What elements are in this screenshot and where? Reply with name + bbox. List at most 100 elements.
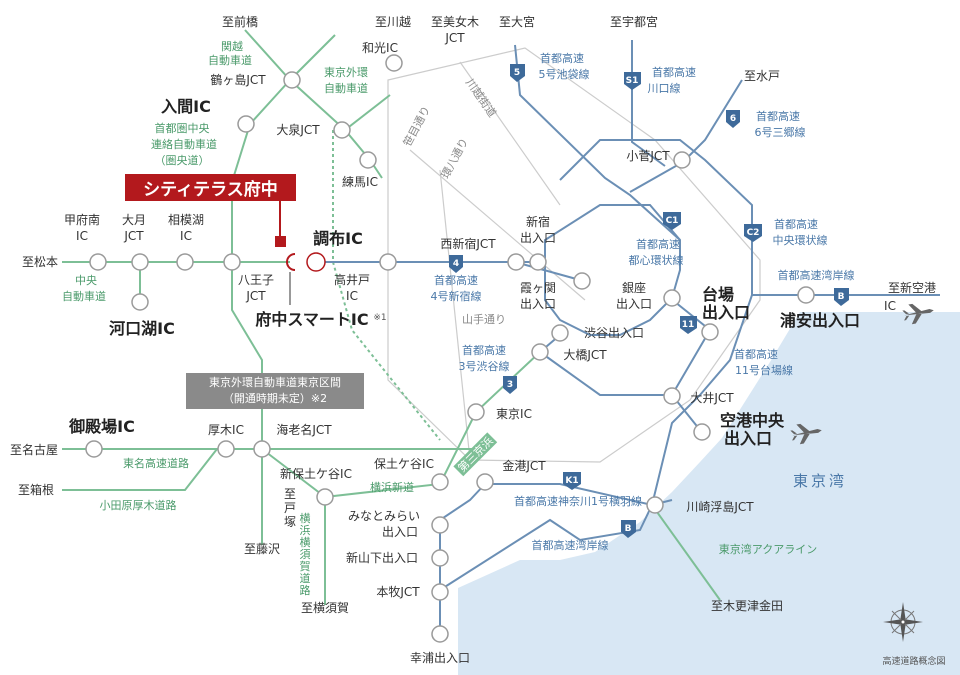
svg-text:11: 11 (682, 320, 695, 330)
node-shibuya[interactable] (551, 324, 569, 342)
svg-text:首都高速: 首都高速 (462, 343, 506, 357)
node-nishishinjuku[interactable] (507, 253, 525, 271)
shield-s1: S1 (624, 72, 641, 90)
node-kawaguchiko[interactable] (131, 293, 149, 311)
node-hachioji[interactable] (223, 253, 241, 271)
svg-text:東名高速道路: 東名高速道路 (123, 456, 189, 470)
map-caption: 高速道路概念図 (882, 655, 945, 667)
node-ohashi[interactable] (531, 343, 549, 361)
shield-b2: B (621, 520, 636, 538)
svg-text:首都高速湾岸線: 首都高速湾岸線 (778, 268, 855, 282)
svg-text:横: 横 (300, 535, 311, 549)
node-otsuki[interactable] (131, 253, 149, 271)
node-shinjuku[interactable] (529, 253, 547, 271)
svg-text:みなとみらい: みなとみらい (348, 509, 420, 523)
node-ginza[interactable] (663, 289, 681, 307)
svg-text:至松本: 至松本 (22, 255, 58, 269)
node-wako[interactable] (385, 54, 403, 72)
bold-labels: 入間IC 調布IC 河口湖IC 府中スマートIC ※1 御殿場IC 台場 出入口… (68, 97, 860, 448)
node-gotemba[interactable] (85, 440, 103, 458)
svg-text:台場: 台場 (702, 285, 734, 304)
svg-text:厚木IC: 厚木IC (208, 423, 244, 437)
tokyo-bay (458, 312, 960, 675)
svg-text:相模湖: 相模湖 (168, 212, 204, 227)
node-iruma[interactable] (237, 115, 255, 133)
svg-text:大泉JCT: 大泉JCT (276, 123, 320, 137)
node-hodogaya[interactable] (431, 473, 449, 491)
svg-text:3: 3 (507, 380, 513, 390)
node-kosuge[interactable] (673, 151, 691, 169)
node-sachiura[interactable] (431, 625, 449, 643)
svg-text:至美女木: 至美女木 (431, 14, 479, 29)
surface-roads (387, 47, 761, 463)
svg-text:海老名JCT: 海老名JCT (276, 422, 332, 437)
svg-text:至川越: 至川越 (375, 15, 411, 29)
svg-text:JCT: JCT (123, 229, 144, 243)
node-atsugi[interactable] (217, 440, 235, 458)
node-minatomirai[interactable] (431, 516, 449, 534)
node-daiba[interactable] (701, 323, 719, 341)
shield-k1: K1 (563, 472, 581, 490)
svg-text:鶴ヶ島JCT: 鶴ヶ島JCT (210, 72, 266, 87)
svg-text:笹目通り: 笹目通り (401, 104, 433, 149)
svg-text:IC: IC (180, 229, 192, 243)
node-kuko[interactable] (693, 423, 711, 441)
node-kinko[interactable] (476, 473, 494, 491)
fuchu-smart-ic-symbol[interactable] (286, 253, 296, 271)
svg-text:出入口: 出入口 (520, 231, 556, 245)
svg-text:横浜新道: 横浜新道 (370, 480, 414, 494)
node-ebina[interactable] (253, 440, 271, 458)
property-marker[interactable] (275, 236, 286, 247)
node-nerima[interactable] (359, 151, 377, 169)
node-oizumi[interactable] (333, 121, 351, 139)
svg-text:至水戸: 至水戸 (744, 69, 780, 83)
node-sagamiko[interactable] (176, 253, 194, 271)
svg-text:出入口: 出入口 (724, 429, 772, 448)
svg-text:府中スマートIC: 府中スマートIC (255, 310, 368, 329)
route-shields: 5 S1 6 C1 C2 4 11 3 K1 B B (449, 64, 849, 538)
svg-text:環八通り: 環八通り (439, 136, 471, 181)
surface-road-labels: 笹目通り 川越街道 環八通り 山手通り (401, 76, 506, 326)
node-honmoku[interactable] (431, 583, 449, 601)
svg-text:東京IC: 東京IC (496, 407, 532, 421)
node-tokyo-ic[interactable] (467, 403, 485, 421)
svg-text:賀: 賀 (300, 560, 311, 573)
svg-text:至名古屋: 至名古屋 (10, 442, 58, 457)
svg-text:首都高速湾岸線: 首都高速湾岸線 (532, 538, 609, 552)
svg-text:御殿場IC: 御殿場IC (68, 417, 135, 436)
node-tsurugashima[interactable] (283, 71, 301, 89)
node-ooi[interactable] (663, 387, 681, 405)
node-shinhodogaya[interactable] (316, 488, 334, 506)
node-kasumigaseki[interactable] (573, 272, 591, 290)
property-label[interactable]: シティテラス府中 (125, 174, 296, 201)
svg-text:中央環状線: 中央環状線 (773, 233, 828, 247)
svg-text:霞ヶ関: 霞ヶ関 (520, 281, 556, 295)
svg-text:浦安出入口: 浦安出入口 (780, 311, 860, 330)
node-shinyamashita[interactable] (431, 549, 449, 567)
svg-text:渋谷出入口: 渋谷出入口 (584, 326, 644, 340)
node-kawasaki[interactable] (646, 496, 664, 514)
svg-text:金港JCT: 金港JCT (502, 458, 546, 473)
svg-text:東京外環: 東京外環 (324, 65, 368, 79)
node-urayasu[interactable] (797, 286, 815, 304)
svg-text:自動車道: 自動車道 (208, 53, 252, 67)
svg-text:路: 路 (300, 584, 311, 597)
svg-text:入間IC: 入間IC (161, 97, 211, 116)
svg-text:至藤沢: 至藤沢 (244, 542, 280, 556)
node-kofuminami[interactable] (89, 253, 107, 271)
shield-4: 4 (449, 255, 463, 273)
national-road-labels: 関越 自動車道 東京外環 自動車道 首都圏中央 連絡自動車道 （圏央道） 中央 … (62, 39, 817, 597)
node-takaido[interactable] (379, 253, 397, 271)
svg-text:調布IC: 調布IC (313, 229, 363, 248)
svg-text:（圏央道）: （圏央道） (155, 153, 210, 167)
gaikan-note-box: 東京外環自動車道東京区間 （開通時期未定）※2 (186, 373, 364, 409)
svg-text:C1: C1 (666, 216, 679, 226)
svg-text:道: 道 (300, 571, 311, 585)
svg-text:大井JCT: 大井JCT (690, 391, 734, 405)
compass-icon (883, 602, 923, 642)
svg-text:出入口: 出入口 (616, 297, 652, 311)
gaikan-note-line1: 東京外環自動車道東京区間 (209, 376, 341, 389)
svg-text:大月: 大月 (122, 213, 146, 227)
svg-text:首都高速: 首都高速 (756, 109, 800, 123)
node-chofu[interactable] (306, 252, 326, 272)
